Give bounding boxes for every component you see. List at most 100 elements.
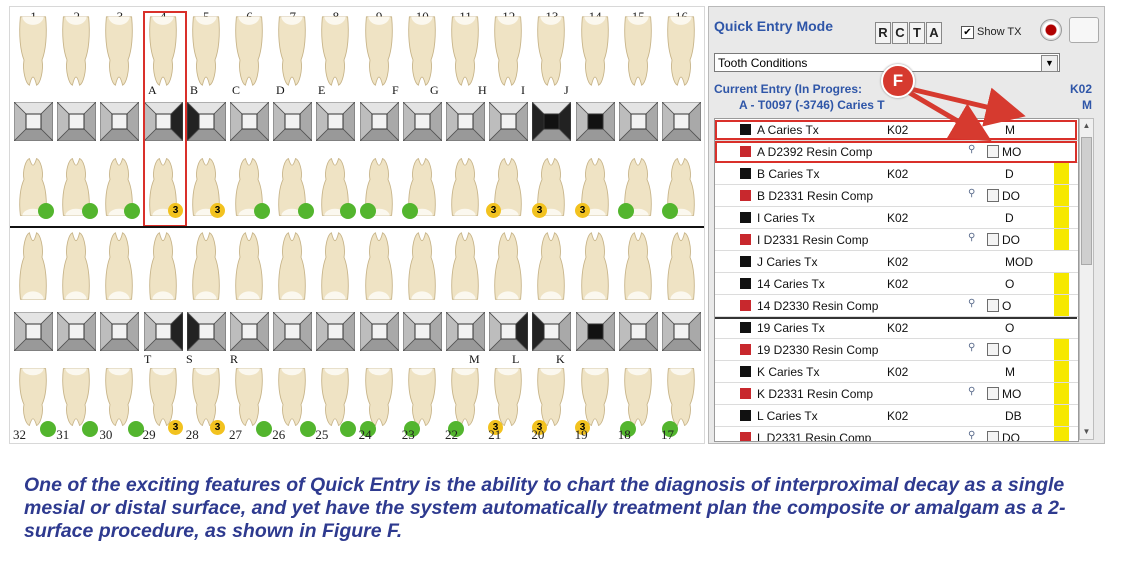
occlusal-surface[interactable]	[402, 312, 442, 351]
occlusal-surface[interactable]	[662, 102, 701, 141]
lower-primary-tooth[interactable]	[490, 367, 526, 427]
occlusal-surface[interactable]	[359, 312, 399, 351]
magnify-icon[interactable]: ⚲	[968, 232, 976, 243]
lower-tooth[interactable]	[274, 231, 310, 301]
upper-tooth[interactable]	[577, 15, 613, 87]
upper-tooth[interactable]	[663, 15, 699, 87]
scroll-up-icon[interactable]: ▲	[1082, 121, 1091, 130]
occlusal-surface[interactable]	[143, 312, 183, 351]
upper-tooth[interactable]	[317, 15, 353, 87]
list-scrollbar[interactable]: ▲ ▼	[1079, 118, 1094, 440]
lower-tooth[interactable]	[490, 231, 526, 301]
occlusal-surface[interactable]	[143, 102, 183, 141]
lower-primary-tooth[interactable]	[58, 367, 94, 427]
lower-tooth[interactable]	[188, 231, 224, 301]
lower-tooth[interactable]	[404, 231, 440, 301]
upper-primary-tooth[interactable]	[490, 157, 526, 217]
lower-primary-tooth[interactable]	[317, 367, 353, 427]
occlusal-surface[interactable]	[316, 102, 356, 141]
lower-tooth[interactable]	[317, 231, 353, 301]
occlusal-surface[interactable]	[662, 312, 701, 351]
upper-primary-tooth[interactable]	[274, 157, 310, 217]
lower-tooth[interactable]	[145, 231, 181, 301]
magnify-icon[interactable]: ⚲	[968, 386, 976, 397]
occlusal-surface[interactable]	[186, 312, 226, 351]
upper-tooth[interactable]	[58, 15, 94, 87]
lower-primary-tooth[interactable]	[577, 367, 613, 427]
occlusal-surface[interactable]	[57, 102, 97, 141]
magnify-icon[interactable]: ⚲	[968, 342, 976, 353]
lower-primary-tooth[interactable]	[188, 367, 224, 427]
list-item[interactable]: K D2331 Resin Comp⚲MO	[715, 383, 1078, 405]
upper-tooth[interactable]	[145, 15, 181, 87]
lower-primary-tooth[interactable]	[361, 367, 397, 427]
list-item[interactable]: B D2331 Resin Comp⚲DO	[715, 185, 1078, 207]
lower-tooth[interactable]	[620, 231, 656, 301]
lower-tooth[interactable]	[361, 231, 397, 301]
lower-primary-tooth[interactable]	[663, 367, 699, 427]
occlusal-surface[interactable]	[532, 312, 572, 351]
occlusal-surface[interactable]	[446, 312, 485, 351]
upper-primary-tooth[interactable]	[58, 157, 94, 217]
list-item[interactable]: 14 D2330 Resin Comp⚲O	[715, 295, 1078, 317]
occlusal-surface[interactable]	[186, 102, 226, 141]
lower-primary-tooth[interactable]	[145, 367, 181, 427]
c-button[interactable]: C	[892, 22, 908, 44]
lower-tooth[interactable]	[101, 231, 137, 301]
occlusal-surface[interactable]	[14, 102, 53, 141]
lower-primary-tooth[interactable]	[447, 367, 483, 427]
r-button[interactable]: R	[875, 22, 891, 44]
occlusal-surface[interactable]	[618, 102, 658, 141]
upper-tooth[interactable]	[231, 15, 267, 87]
upper-tooth[interactable]	[188, 15, 224, 87]
lower-tooth[interactable]	[15, 231, 51, 301]
lower-tooth[interactable]	[58, 231, 94, 301]
lower-primary-tooth[interactable]	[404, 367, 440, 427]
occlusal-surface[interactable]	[575, 102, 615, 141]
upper-tooth[interactable]	[620, 15, 656, 87]
upper-primary-tooth[interactable]	[447, 157, 483, 217]
occlusal-surface[interactable]	[14, 312, 53, 351]
occlusal-surface[interactable]	[100, 312, 140, 351]
document-icon[interactable]	[987, 387, 999, 400]
t-button[interactable]: T	[909, 22, 925, 44]
occlusal-surface[interactable]	[100, 102, 140, 141]
document-icon[interactable]	[987, 233, 999, 246]
occlusal-surface[interactable]	[273, 102, 313, 141]
occlusal-surface[interactable]	[273, 312, 313, 351]
lower-primary-tooth[interactable]	[15, 367, 51, 427]
occlusal-surface[interactable]	[57, 312, 97, 351]
upper-tooth[interactable]	[101, 15, 137, 87]
magnify-icon[interactable]: ⚲	[968, 144, 976, 155]
lower-tooth[interactable]	[231, 231, 267, 301]
list-item[interactable]: I D2331 Resin Comp⚲DO	[715, 229, 1078, 251]
a-button[interactable]: A	[926, 22, 942, 44]
scroll-thumb[interactable]	[1081, 137, 1092, 265]
scroll-down-icon[interactable]: ▼	[1082, 427, 1091, 436]
lower-tooth[interactable]	[577, 231, 613, 301]
occlusal-surface[interactable]	[402, 102, 442, 141]
upper-tooth[interactable]	[274, 15, 310, 87]
occlusal-surface[interactable]	[230, 312, 269, 351]
lower-tooth[interactable]	[447, 231, 483, 301]
magnify-icon[interactable]: ⚲	[968, 430, 976, 441]
list-item[interactable]: 19 D2330 Resin Comp⚲O	[715, 339, 1078, 361]
lower-primary-tooth[interactable]	[274, 367, 310, 427]
occlusal-surface[interactable]	[489, 102, 529, 141]
document-icon[interactable]	[987, 299, 999, 312]
occlusal-surface[interactable]	[359, 102, 399, 141]
upper-tooth[interactable]	[490, 15, 526, 87]
upper-tooth[interactable]	[447, 15, 483, 87]
lower-primary-tooth[interactable]	[231, 367, 267, 427]
magnify-icon[interactable]: ⚲	[968, 298, 976, 309]
document-icon[interactable]	[987, 343, 999, 356]
lower-tooth[interactable]	[533, 231, 569, 301]
